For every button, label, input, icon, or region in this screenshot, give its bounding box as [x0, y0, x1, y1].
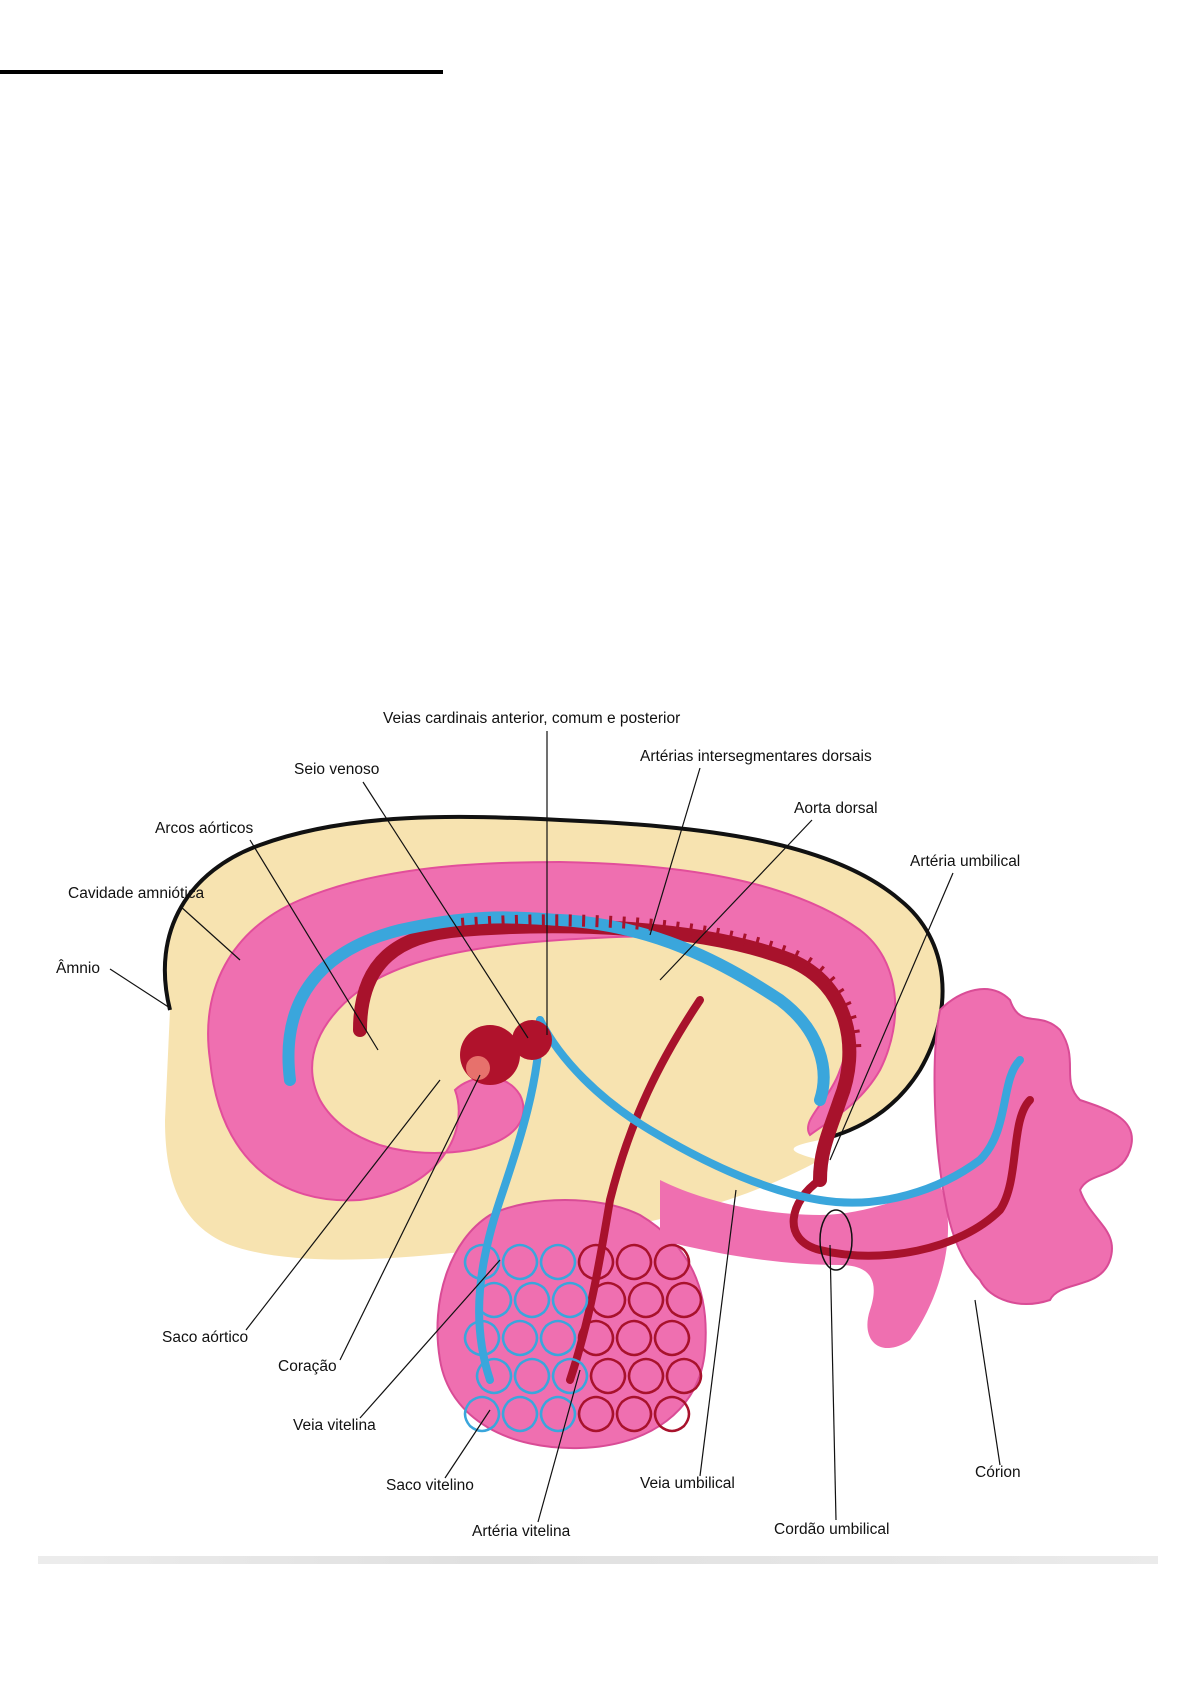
label-arterias-intersegmentares: Artérias intersegmentares dorsais: [640, 748, 872, 765]
leader-corion: [975, 1300, 1000, 1465]
label-seio-venoso: Seio venoso: [294, 761, 379, 778]
label-arcos-aorticos: Arcos aórticos: [155, 820, 253, 837]
intersegmental-artery: [848, 1031, 860, 1033]
intersegmental-artery: [690, 923, 692, 935]
intersegmental-artery: [650, 919, 651, 931]
heart-highlight: [466, 1056, 490, 1080]
label-coracao: Coração: [278, 1358, 337, 1375]
chorion: [935, 989, 1132, 1304]
intersegmental-artery: [462, 918, 463, 930]
intersegmental-artery: [610, 916, 611, 928]
intersegmental-artery: [677, 922, 679, 934]
label-saco-aortico: Saco aórtico: [162, 1329, 248, 1346]
intersegmental-artery: [663, 920, 664, 932]
intersegmental-artery: [476, 917, 477, 929]
label-corion: Córion: [975, 1464, 1021, 1481]
intersegmental-artery: [849, 1046, 861, 1047]
label-cavidade-amniotica: Cavidade amniótica: [68, 885, 205, 902]
label-arteria-vitelina: Artéria vitelina: [472, 1523, 571, 1540]
sinus-venosus: [512, 1020, 552, 1060]
label-amnio: Âmnio: [56, 960, 100, 977]
label-cordao-umbilical: Cordão umbilical: [774, 1521, 889, 1538]
label-saco-vitelino: Saco vitelino: [386, 1477, 474, 1494]
heart: [460, 1025, 520, 1085]
leader-amnio: [110, 969, 170, 1008]
label-arteria-umbilical: Artéria umbilical: [910, 853, 1020, 870]
label-veia-vitelina: Veia vitelina: [293, 1417, 376, 1434]
label-aorta-dorsal: Aorta dorsal: [794, 800, 878, 817]
label-veias-cardinais: Veias cardinais anterior, comum e poster…: [383, 710, 680, 727]
leader-cordao-umbilical: [830, 1245, 836, 1520]
intersegmental-artery: [624, 917, 625, 929]
intersegmental-artery: [489, 916, 490, 928]
label-veia-umbilical: Veia umbilical: [640, 1475, 735, 1492]
bottom-band: [38, 1556, 1158, 1564]
intersegmental-artery: [703, 926, 705, 938]
intersegmental-artery: [637, 918, 638, 930]
